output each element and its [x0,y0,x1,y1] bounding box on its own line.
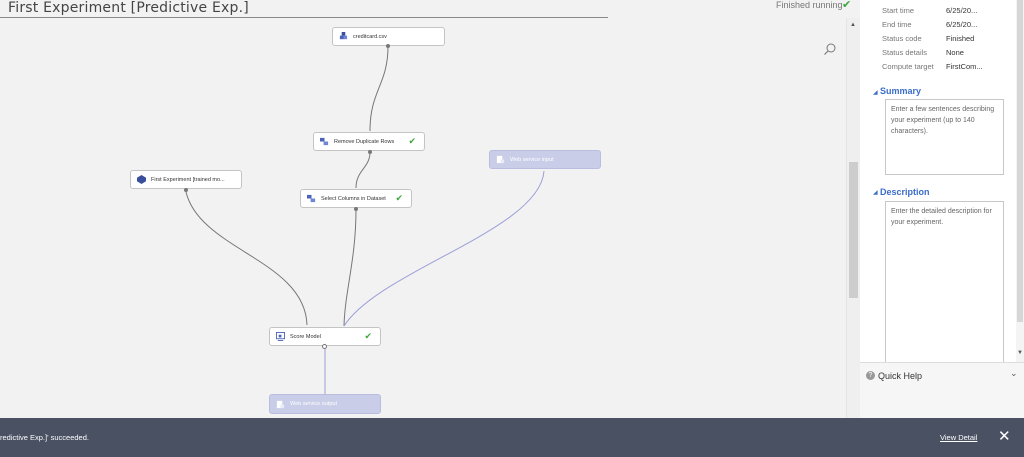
prop-value: 6/25/20... [946,20,978,29]
module-label: Web service output [290,401,337,407]
module-web-service-input[interactable]: Web service input [489,150,601,169]
properties-panel: Start time 6/25/20... End time 6/25/20..… [860,0,1024,418]
summary-heading[interactable]: Summary [880,86,922,96]
module-label: Score Model [290,333,321,340]
notification-message: redictive Exp.]' succeeded. [0,433,89,442]
module-select-columns[interactable]: Select Columns in Dataset ✔ [300,189,412,208]
scroll-up-icon[interactable]: ▲ [850,22,856,28]
module-label: Select Columns in Dataset [321,195,386,202]
transform-icon [320,137,329,146]
prop-key: Start time [882,6,915,15]
check-icon: ✔ [395,193,403,203]
quick-help-label: Quick Help [878,371,923,381]
output-port[interactable] [322,344,327,349]
check-icon: ✔ [364,331,372,341]
module-web-service-output[interactable]: Web service output [269,394,381,414]
help-icon: ? [866,371,875,380]
description-input[interactable]: Enter the detailed description for your … [885,201,1004,362]
quick-help-bar[interactable]: ? Quick Help ⌄ [860,362,1024,419]
module-label: creditcard.csv [353,33,387,40]
notification-bar: redictive Exp.]' succeeded. View Detail … [0,418,1024,457]
module-label: Web service input [510,156,554,163]
prop-key: Compute target [882,62,934,71]
connection-wires [185,45,545,394]
prop-key: End time [882,20,912,29]
close-icon[interactable]: ✕ [998,428,1011,445]
web-service-icon [496,155,505,164]
prop-value: None [946,48,964,57]
output-port[interactable] [354,207,358,211]
module-trained-model[interactable]: First Experiment [trained mo... [130,170,242,189]
check-icon: ✔ [408,136,416,146]
scrollbar-thumb[interactable] [849,162,858,298]
search-icon[interactable] [823,42,837,56]
transform-icon [307,194,316,203]
score-model-icon [276,332,285,341]
collapse-triangle-icon[interactable]: ◢ [873,90,878,96]
check-icon: ✔ [842,0,852,11]
trained-model-icon [137,175,146,184]
prop-key: Status code [882,34,922,43]
module-remove-duplicate-rows[interactable]: Remove Duplicate Rows ✔ [313,132,425,151]
dataset-icon [339,32,348,40]
run-status-text: Finished running [776,0,843,10]
prop-value: Finished [946,34,975,43]
web-service-icon [276,400,285,408]
title-underline [0,17,608,18]
scrollbar-thumb[interactable] [1017,0,1023,322]
prop-value: FirstCom... [946,62,983,71]
output-port[interactable] [386,44,390,48]
properties-scrollbar[interactable]: ▼ [1016,0,1024,362]
experiment-title: First Experiment [Predictive Exp.] [8,0,249,16]
output-port[interactable] [368,150,372,154]
view-detail-link[interactable]: View Detail [940,433,978,442]
description-heading[interactable]: Description [880,187,930,197]
experiment-canvas[interactable]: First Experiment [Predictive Exp.] Finis… [0,0,851,418]
summary-input[interactable]: Enter a few sentences describing your ex… [885,99,1004,175]
scroll-down-icon[interactable]: ▼ [1017,350,1023,356]
prop-key: Status details [882,48,928,57]
chevron-down-icon[interactable]: ⌄ [1010,368,1018,378]
module-label: Remove Duplicate Rows [334,138,395,145]
module-label: First Experiment [trained mo... [151,176,225,183]
canvas-scrollbar[interactable]: ▲ [846,18,860,418]
prop-value: 6/25/20... [946,6,978,15]
collapse-triangle-icon[interactable]: ◢ [873,190,878,196]
output-port[interactable] [184,188,188,192]
